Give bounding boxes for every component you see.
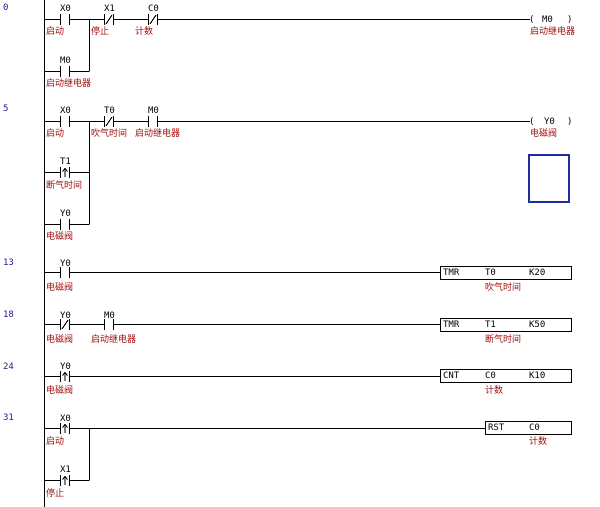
contact-device-x1[interactable]: X1 <box>60 465 71 475</box>
instruction-arg1[interactable]: T0 <box>485 268 496 278</box>
rung-24 <box>45 369 572 383</box>
contact-device-m0[interactable]: M0 <box>60 56 71 66</box>
contact-device-y0[interactable]: Y0 <box>60 259 71 269</box>
edit-cursor[interactable] <box>528 154 570 203</box>
coil-bracket-right: ) <box>567 15 573 25</box>
coil-bracket-right: ) <box>567 117 573 127</box>
contact-device-y0[interactable]: Y0 <box>60 209 71 219</box>
rung-31 <box>45 421 572 486</box>
instruction-arg1[interactable]: T1 <box>485 320 496 330</box>
contact-device-x0[interactable]: X0 <box>60 4 71 14</box>
instruction-comment: 计数 <box>485 386 504 396</box>
contact-comment: 启动 <box>46 437 65 447</box>
instruction-op[interactable]: TMR <box>443 320 460 330</box>
instruction-arg2[interactable]: K20 <box>529 268 546 278</box>
contact-comment: 停止 <box>46 489 65 499</box>
step-number-0: 0 <box>3 3 9 13</box>
contact-device-x0[interactable]: X0 <box>60 106 71 116</box>
coil-device-m0[interactable]: M0 <box>542 15 553 25</box>
step-number-18: 18 <box>3 310 14 320</box>
contact-comment: 电磁阀 <box>46 283 74 293</box>
contact-device-y0[interactable]: Y0 <box>60 362 71 372</box>
instruction-arg2[interactable]: K50 <box>529 320 546 330</box>
rung-5 <box>45 116 530 230</box>
rung-13 <box>45 266 572 280</box>
contact-comment: 启动继电器 <box>46 79 92 89</box>
coil-device-y0[interactable]: Y0 <box>544 117 555 127</box>
instruction-arg1[interactable]: C0 <box>529 423 540 433</box>
contact-comment: 启动继电器 <box>91 335 137 345</box>
instruction-comment: 计数 <box>529 437 548 447</box>
contact-comment: 电磁阀 <box>46 232 74 242</box>
contact-device-t1[interactable]: T1 <box>60 157 71 167</box>
contact-comment: 电磁阀 <box>46 386 74 396</box>
instruction-arg1[interactable]: C0 <box>485 371 496 381</box>
contact-device-x1[interactable]: X1 <box>104 4 115 14</box>
contact-comment: 停止 <box>91 27 110 37</box>
coil-bracket-left: ( <box>529 117 535 127</box>
contact-device-y0[interactable]: Y0 <box>60 311 71 321</box>
contact-comment: 电磁阀 <box>46 335 74 345</box>
contact-comment: 启动 <box>46 27 65 37</box>
coil-comment: 启动继电器 <box>530 27 576 37</box>
step-number-31: 31 <box>3 413 14 423</box>
instruction-op[interactable]: TMR <box>443 268 460 278</box>
contact-device-t0[interactable]: T0 <box>104 106 115 116</box>
step-number-5: 5 <box>3 104 9 114</box>
contact-comment: 启动继电器 <box>135 129 181 139</box>
contact-comment: 启动 <box>46 129 65 139</box>
contact-device-m0[interactable]: M0 <box>148 106 159 116</box>
step-number-13: 13 <box>3 258 14 268</box>
instruction-arg2[interactable]: K10 <box>529 371 546 381</box>
instruction-op[interactable]: RST <box>488 423 505 433</box>
instruction-comment: 吹气时间 <box>485 283 522 293</box>
instruction-comment: 断气时间 <box>485 335 522 345</box>
rung-0 <box>45 14 530 77</box>
contact-comment: 断气时间 <box>46 181 83 191</box>
contact-device-c0[interactable]: C0 <box>148 4 159 14</box>
step-number-24: 24 <box>3 362 14 372</box>
coil-bracket-left: ( <box>529 15 535 25</box>
instruction-op[interactable]: CNT <box>443 371 460 381</box>
contact-device-m0[interactable]: M0 <box>104 311 115 321</box>
contact-device-x0[interactable]: X0 <box>60 414 71 424</box>
contact-comment: 吹气时间 <box>91 129 128 139</box>
contact-comment: 计数 <box>135 27 154 37</box>
rung-18 <box>45 318 572 332</box>
coil-comment: 电磁阀 <box>530 129 558 139</box>
